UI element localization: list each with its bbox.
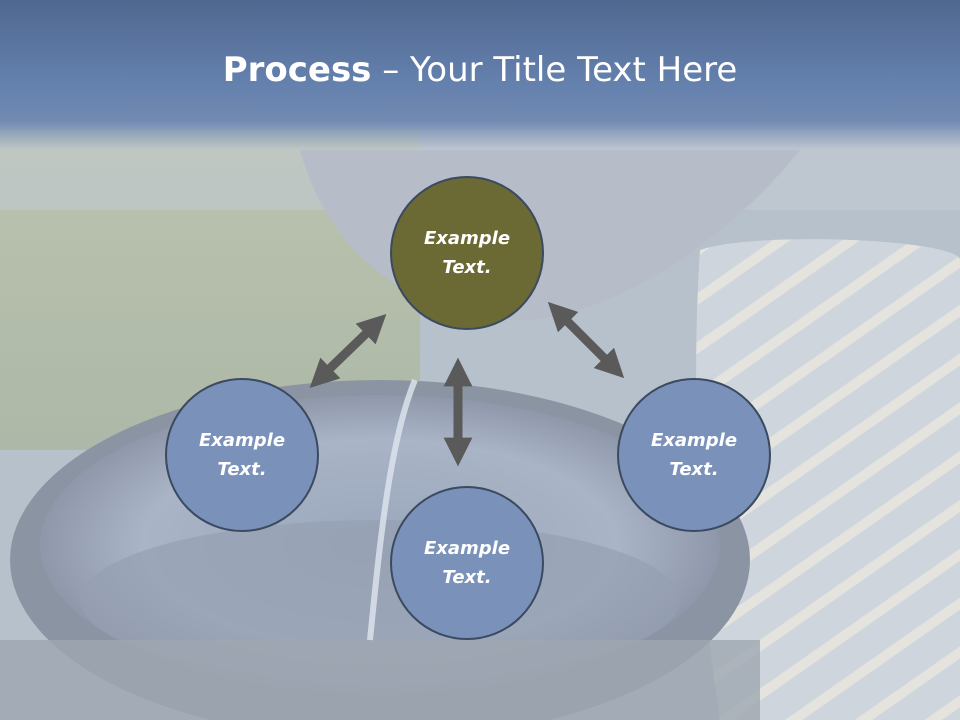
node-top-label: Example Text.	[423, 228, 511, 278]
node-right: Example Text.	[617, 378, 771, 532]
title-bar	[0, 0, 960, 150]
node-bottom: Example Text.	[390, 486, 544, 640]
node-left-label: Example Text.	[198, 430, 286, 480]
node-left: Example Text.	[165, 378, 319, 532]
title-bold: Process	[222, 50, 372, 90]
node-right-label: Example Text.	[650, 430, 738, 480]
title-rest: – Your Title Text Here	[371, 50, 738, 90]
node-top: Example Text.	[390, 176, 544, 330]
node-bottom-label: Example Text.	[423, 538, 511, 588]
slide-title: Process – Your Title Text Here	[0, 50, 960, 90]
